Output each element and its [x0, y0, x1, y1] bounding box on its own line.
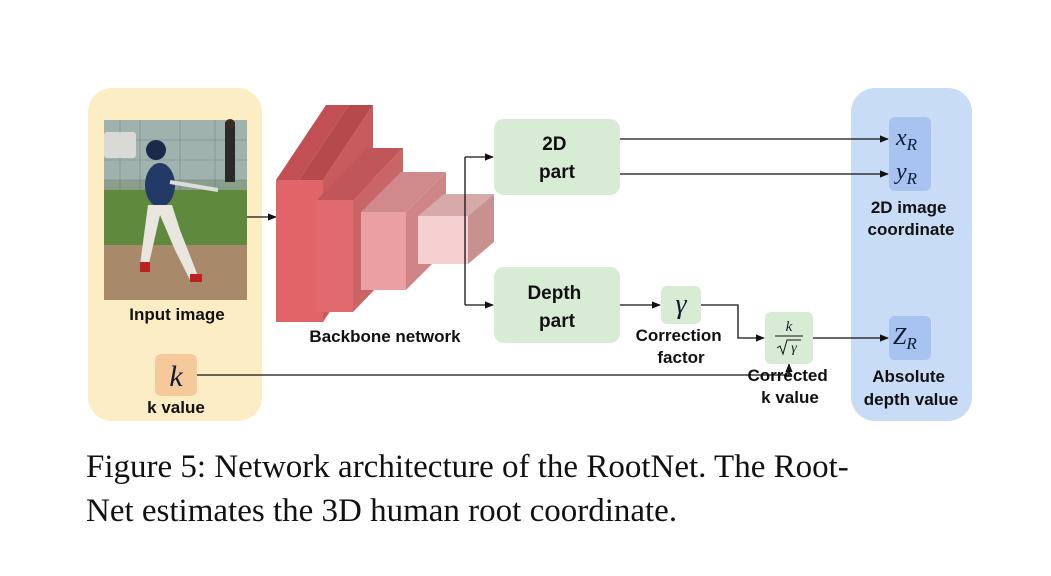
input-image-label: Input image [129, 305, 224, 324]
corrected-denominator: γ [791, 341, 797, 356]
depth-part-box [494, 267, 620, 343]
sqrt-symbol [776, 339, 801, 356]
k-value-label: k value [147, 398, 205, 417]
gamma-box [661, 286, 701, 324]
input-image [104, 119, 247, 300]
figure-caption: Figure 5: Network architecture of the Ro… [86, 445, 986, 533]
2d-part-box [494, 119, 620, 195]
k-box [155, 354, 197, 396]
gamma-symbol: γ [675, 289, 687, 320]
corrected-numerator: k [786, 319, 793, 335]
depth-part-label: Depth part [527, 283, 586, 332]
zr-symbol: ZR [893, 324, 917, 353]
xr-yr-box [889, 117, 931, 191]
correction-factor-label: Correction factor [636, 326, 727, 367]
arrow-gamma-to-corrected [701, 304, 765, 342]
caption-line-2: Net estimates the 3D human root coordina… [86, 493, 678, 529]
zr-box [889, 316, 931, 360]
arrow-k-to-corrected [197, 363, 793, 376]
caption-line-1: Figure 5: Network architecture of the Ro… [86, 449, 849, 485]
corrected-k-value-label: Corrected k value [747, 366, 832, 407]
k-symbol: k [169, 360, 183, 393]
image-coordinate-label: 2D image coordinate [868, 198, 955, 239]
yr-symbol: yR [894, 159, 918, 188]
corrected-k-box [765, 312, 813, 364]
backbone-network [276, 105, 494, 322]
2d-part-label: 2D part [539, 134, 576, 183]
depth-value-label: Absolute depth value [864, 367, 958, 409]
backbone-label: Backbone network [309, 327, 461, 346]
xr-symbol: xR [895, 125, 918, 154]
